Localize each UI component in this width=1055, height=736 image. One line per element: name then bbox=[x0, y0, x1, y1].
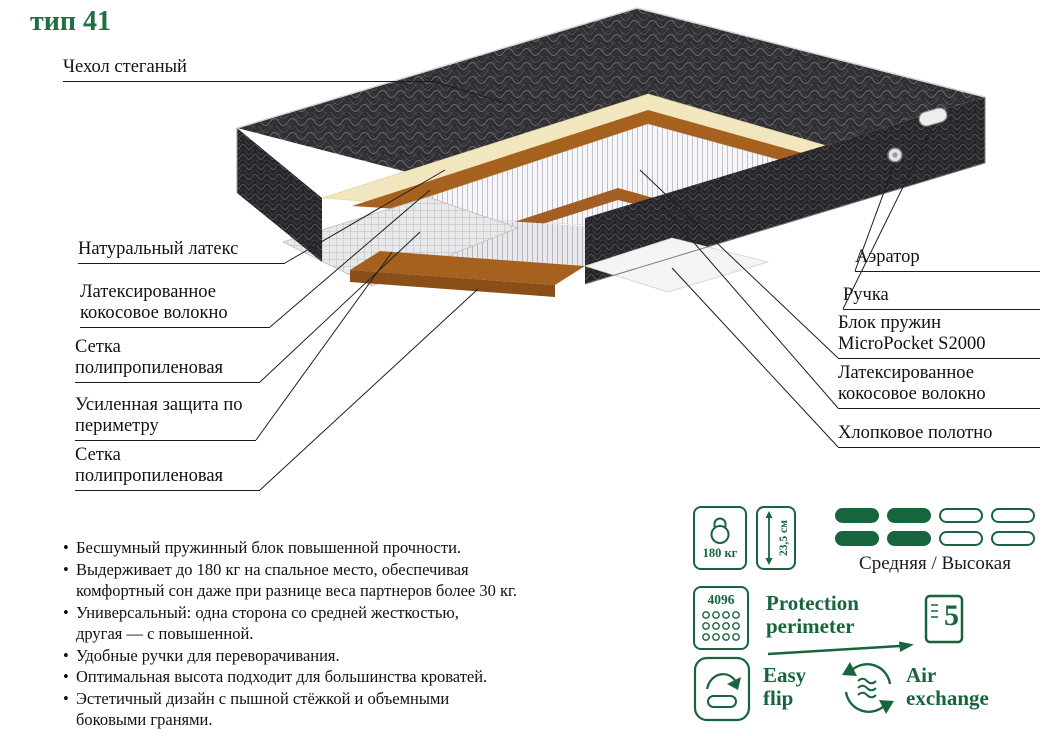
label-mesh-upper: Сетка полипропиленовая bbox=[75, 337, 260, 383]
bullet: • bbox=[63, 688, 69, 708]
protection-line1: Protection bbox=[766, 591, 859, 615]
firmness-bar bbox=[991, 508, 1035, 523]
handle bbox=[918, 107, 948, 127]
easy-flip-line1: Easy bbox=[763, 663, 807, 687]
aerator-vent-center bbox=[892, 152, 898, 158]
air-line1: Air bbox=[906, 663, 937, 687]
firmness-bar bbox=[835, 508, 879, 523]
bullet: • bbox=[63, 559, 69, 579]
edge-piping bbox=[236, 7, 986, 129]
leader-line bbox=[259, 231, 421, 383]
label-perimeter-protection: Усиленная защита по периметру bbox=[75, 395, 256, 441]
height-badge: 23,5 см bbox=[756, 506, 796, 570]
side-bottom-edge bbox=[584, 97, 986, 285]
feature-text: Удобные ручки для переворачивания. bbox=[76, 645, 340, 665]
feature-item: • Удобные ручки для переворачивания. bbox=[63, 645, 623, 667]
easy-flip-badge bbox=[693, 656, 751, 727]
firmness-bar bbox=[887, 508, 931, 523]
label-mesh-lower: Сетка полипропиленовая bbox=[75, 445, 260, 491]
springs-count-badge: 4096 bbox=[693, 586, 749, 650]
leader-line bbox=[432, 80, 506, 104]
air-exchange-text: Air exchange bbox=[906, 664, 989, 710]
leader-line bbox=[854, 161, 896, 272]
label-handle: Ручка bbox=[843, 285, 1040, 310]
perimeter-arrow-icon bbox=[767, 641, 914, 656]
bullet: • bbox=[63, 602, 69, 622]
easy-flip-line2: flip bbox=[763, 686, 794, 710]
feature-text: Выдерживает до 180 кг на спальное место,… bbox=[76, 559, 518, 601]
firmness-bars-icon bbox=[835, 508, 1035, 546]
leader-line bbox=[259, 288, 479, 491]
firmness-bar bbox=[887, 531, 931, 546]
leader-line bbox=[255, 251, 393, 441]
leader-line bbox=[284, 169, 446, 264]
coco-shelf-top bbox=[350, 251, 585, 285]
flip-arrow-icon bbox=[693, 656, 751, 722]
feature-item: • Универсальный: одна сторона со средней … bbox=[63, 602, 623, 645]
weight-capacity-badge: 180 кг bbox=[693, 506, 747, 570]
label-quilted-cover: Чехол стеганый bbox=[63, 57, 433, 82]
polypropylene-mesh-sheet bbox=[281, 196, 520, 287]
weight-value: 180 кг bbox=[702, 546, 738, 561]
warranty-years-value: 5 bbox=[944, 599, 959, 632]
feature-item: • Оптимальная высота подходит для большин… bbox=[63, 666, 623, 688]
page-title: тип 41 bbox=[30, 6, 112, 37]
firmness-indicator: Средняя / Высокая bbox=[835, 508, 1035, 575]
bullet: • bbox=[63, 667, 69, 686]
feature-text: Универсальный: одна сторона со средней ж… bbox=[76, 602, 459, 644]
leader-line bbox=[842, 125, 934, 310]
label-coco-fibre-left: Латексированное кокосовое волокно bbox=[80, 282, 270, 328]
cover-left-corner bbox=[237, 128, 322, 262]
firmness-bar bbox=[939, 531, 983, 546]
label-cotton-cloth: Хлопковое полотно bbox=[838, 423, 1040, 448]
label-coco-fibre-right: Латексированное кокосовое волокно bbox=[838, 363, 1040, 409]
protection-line2: perimeter bbox=[766, 614, 855, 638]
protection-perimeter-feature: Protection perimeter bbox=[766, 592, 916, 657]
leader-line bbox=[671, 267, 839, 448]
bullet: • bbox=[63, 645, 69, 665]
firmness-label: Средняя / Высокая bbox=[859, 553, 1011, 574]
leader-line bbox=[269, 189, 431, 328]
leader-line bbox=[661, 205, 839, 409]
cotton-cloth-sheet bbox=[583, 237, 770, 293]
feature-text: Оптимальная высота подходит для большинс… bbox=[76, 667, 488, 686]
double-arrow-height-icon bbox=[765, 511, 772, 565]
height-value: 23,5 см bbox=[777, 520, 790, 556]
feature-text: Эстетичный дизайн с пышной стёжкой и объ… bbox=[76, 688, 450, 730]
label-spring-block: Блок пружин MicroPocket S2000 bbox=[838, 313, 1040, 359]
springs-count-value: 4096 bbox=[707, 591, 735, 607]
mattress-cutaway-illustration bbox=[236, 7, 986, 491]
firmness-bar bbox=[835, 531, 879, 546]
firmness-bar bbox=[939, 508, 983, 523]
easy-flip-text: Easy flip bbox=[763, 664, 806, 710]
warranty-badge: 5 bbox=[924, 594, 964, 644]
feature-item: • Бесшумный пружинный блок повышенной про… bbox=[63, 537, 623, 559]
feature-item: • Эстетичный дизайн с пышной стёжкой и об… bbox=[63, 688, 623, 731]
leader-line bbox=[639, 169, 839, 359]
label-aerator: Аэратор bbox=[855, 247, 1040, 272]
kettlebell-icon bbox=[710, 517, 730, 545]
firmness-bar bbox=[991, 531, 1035, 546]
feature-text: Бесшумный пружинный блок повышенной проч… bbox=[76, 538, 462, 557]
feature-item: • Выдерживает до 180 кг на спальное место… bbox=[63, 559, 623, 602]
pocket-springs-grid-icon bbox=[702, 611, 740, 642]
feature-list: • Бесшумный пружинный блок повышенной про… bbox=[63, 537, 623, 731]
coco-shelf-front bbox=[350, 270, 555, 297]
air-line2: exchange bbox=[906, 686, 989, 710]
leader-lines bbox=[255, 80, 934, 491]
bullet: • bbox=[63, 538, 69, 557]
air-exchange-badge bbox=[836, 654, 900, 727]
warranty-5-years-icon bbox=[924, 594, 964, 644]
side-cover bbox=[585, 97, 985, 284]
label-natural-latex: Натуральный латекс bbox=[78, 239, 285, 264]
circular-airflow-icon bbox=[842, 662, 894, 714]
